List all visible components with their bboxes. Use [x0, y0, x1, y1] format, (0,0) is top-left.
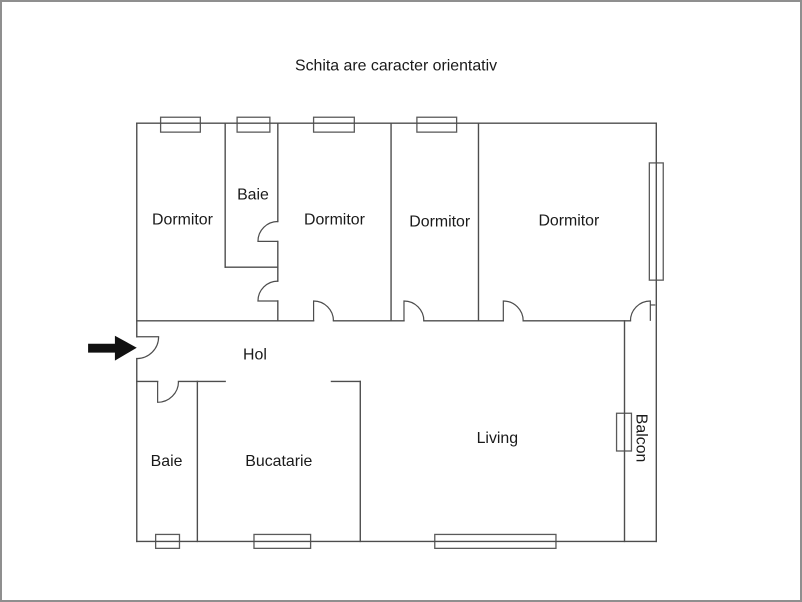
room-label-dormitor-2: Dormitor: [304, 212, 366, 229]
door-baie-top: [257, 220, 278, 242]
room-label-hol: Hol: [243, 347, 267, 364]
door-dormitor4: [502, 300, 524, 321]
windows: [154, 116, 664, 549]
door-dormitor3: [403, 300, 425, 321]
door-baie-bottom: [157, 381, 180, 403]
room-label-bucatarie: Bucatarie: [245, 453, 312, 470]
door-dormitor1-alcove: [257, 280, 278, 302]
walls: [136, 122, 657, 543]
entrance-arrow-icon: [88, 335, 137, 361]
page-title: Schita are caracter orientativ: [295, 58, 497, 75]
door-balcony: [629, 300, 651, 321]
room-label-living: Living: [477, 430, 518, 447]
door-dormitor2: [312, 300, 335, 321]
window-dormitor3-top: [416, 116, 458, 133]
window-baie-top: [236, 116, 271, 133]
room-label-balcon: Balcon: [632, 414, 649, 463]
room-label-baie-top: Baie: [237, 187, 269, 204]
room-label-baie-bottom: Baie: [151, 453, 183, 470]
entrance-arrow-shape: [88, 335, 137, 361]
labels: Schita are caracter orientativ Dormitor …: [151, 58, 650, 470]
window-dormitor2-top: [312, 116, 355, 133]
doors: [136, 220, 656, 403]
room-label-dormitor-4: Dormitor: [538, 213, 600, 230]
door-entrance: [136, 336, 160, 360]
room-label-dormitor-3: Dormitor: [409, 213, 471, 230]
room-label-dormitor-1: Dormitor: [152, 212, 214, 229]
window-dormitor1-top: [159, 116, 201, 133]
